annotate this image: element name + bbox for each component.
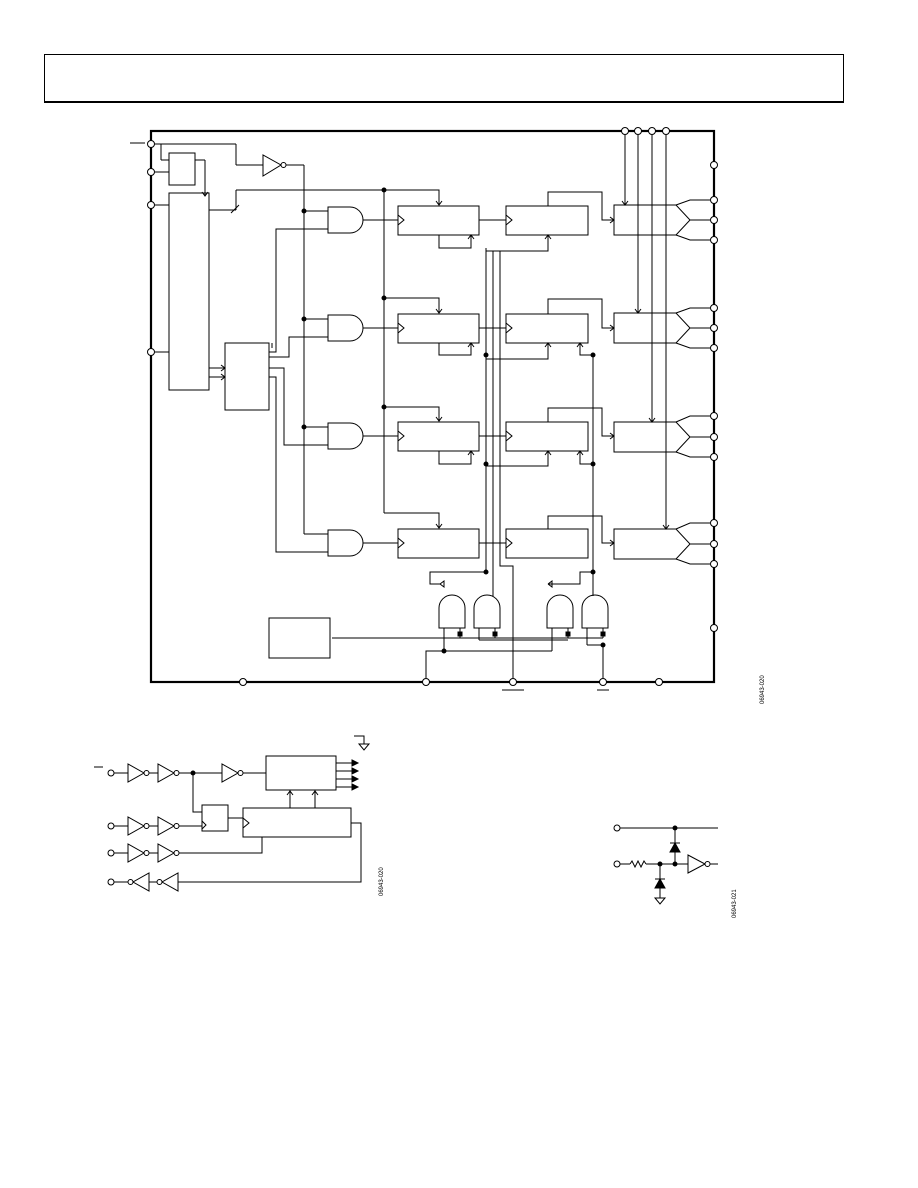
figure-number-daisy: 06943-020 xyxy=(379,867,385,896)
daisy-chain-logic: 06943-020 xyxy=(94,735,385,896)
header-rule xyxy=(44,101,844,103)
shift-register-block xyxy=(168,192,210,391)
and-gate-icon xyxy=(581,594,609,629)
buffer-icon xyxy=(127,763,146,783)
dac-register-block xyxy=(505,205,589,236)
inverter-icon xyxy=(221,763,240,783)
input-register-block xyxy=(397,421,480,452)
buffer-icon xyxy=(160,872,179,892)
chip-outline xyxy=(149,129,716,684)
and-gate-icon xyxy=(327,206,364,234)
buffer-icon xyxy=(127,816,146,836)
dac-register-column xyxy=(505,205,589,559)
dac-block xyxy=(613,528,691,560)
buffer-icon xyxy=(127,843,146,863)
dac-register-block xyxy=(505,528,589,559)
and-gate-icon xyxy=(327,529,364,557)
input-register-block xyxy=(397,528,480,559)
ground-icon xyxy=(357,743,371,751)
bottom-pins xyxy=(239,678,663,691)
control-gate-row xyxy=(438,594,609,651)
buffer-icon xyxy=(131,872,150,892)
figure-number-protection: 06943-021 xyxy=(732,889,738,918)
buffer-icon xyxy=(157,763,176,783)
buffer-icon xyxy=(687,854,707,874)
and-gate-icon xyxy=(327,314,364,342)
and-gate-icon xyxy=(438,594,466,629)
and-gate-icon xyxy=(327,422,364,450)
counter-block xyxy=(265,755,337,791)
input-latch-block xyxy=(168,152,196,186)
gate-block xyxy=(201,804,229,832)
figure-number-main: 06943-020 xyxy=(760,675,766,704)
diode-icon xyxy=(654,877,666,889)
shift-register-block xyxy=(242,807,352,838)
input-protection: 06943-021 xyxy=(613,824,738,918)
dac-block xyxy=(613,421,691,453)
input-register-column xyxy=(397,205,480,559)
decoder-block xyxy=(224,342,270,411)
input-register-block xyxy=(397,205,480,236)
left-pins xyxy=(130,140,155,356)
main-block-diagram: 06943-020 xyxy=(130,127,766,704)
right-pins xyxy=(710,161,718,632)
and-gate-icon xyxy=(473,594,501,629)
power-on-reset-block xyxy=(268,617,331,659)
inverter-icon xyxy=(262,154,282,177)
top-pins xyxy=(621,127,670,135)
buffer-icon xyxy=(157,816,176,836)
page-header-box xyxy=(44,54,844,103)
and-gate-column xyxy=(301,206,398,557)
dac-register-block xyxy=(505,421,589,452)
and-gate-icon xyxy=(546,594,574,629)
buffer-icon xyxy=(157,843,176,863)
resistor-icon xyxy=(629,859,647,869)
dac-register-block xyxy=(505,313,589,344)
dac-output-column xyxy=(613,199,710,565)
input-register-block xyxy=(397,313,480,344)
diode-icon xyxy=(669,841,681,853)
ground-icon xyxy=(653,897,667,905)
